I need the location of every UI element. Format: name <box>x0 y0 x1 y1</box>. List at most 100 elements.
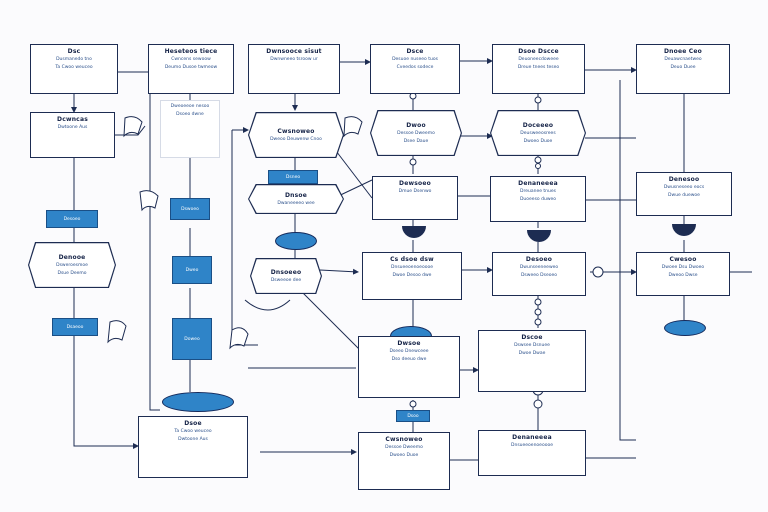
node-text: Duoeeso duweo <box>519 197 557 202</box>
node-title: Dwsoe <box>397 340 421 347</box>
node-text: Dsee Daue <box>403 138 429 144</box>
node-title: Dwnsooce sisut <box>266 48 322 55</box>
node-title: Denaneeea <box>518 180 558 187</box>
node-n17: Desoeo Dwunseeneeweo Dsweeo Dseoeo <box>492 252 586 296</box>
node-title: Cs dsoe dsw <box>390 256 434 263</box>
node-text: Deumo Dusoe twmeow <box>164 65 218 70</box>
node-bottom-left: Dsoe Ta Cwoo weuceo Dwtoone Aus <box>138 416 248 478</box>
node-text: Deusweeosrees <box>520 130 556 136</box>
cylinder-icon <box>527 230 551 242</box>
node-bottom-right: Denaneeea Dnsueeoenoeoooe <box>478 430 586 476</box>
note-stack: Dweoeeoe nesoo Dsoeo dwne <box>160 100 220 158</box>
node-text: Deuawcnaetweo <box>664 57 702 62</box>
connector <box>115 125 146 136</box>
node-title: Dnsoeeo <box>270 268 302 276</box>
node-text: Dso deeuo dwe <box>391 357 427 362</box>
node-text: Dnsueeoenoeoooe <box>511 443 553 448</box>
node-text: Dmue Dsenwo <box>398 189 432 194</box>
node-text: Cveedos sodece <box>396 65 434 70</box>
document-shape <box>229 327 249 350</box>
chip-c2: Dswoeo <box>170 198 210 220</box>
note-text: Dweoeeoe nesoo <box>170 104 210 109</box>
chip-c6: Doweo <box>172 318 212 360</box>
connector <box>619 80 636 441</box>
document-shape <box>139 190 159 212</box>
node-text: Dwaneeeeo wee <box>277 200 315 206</box>
node-text: Dweoo Dwse <box>668 273 698 278</box>
node-n7: Dnoee Ceo Deuawcnaetweo Deuo Duee <box>636 44 730 94</box>
node-title: Dcwncas <box>57 116 88 123</box>
node-text: Ta Cwoo weuceo <box>55 65 93 70</box>
chip-c1: Desoeo <box>46 210 98 228</box>
node-text: Dnsueeoenoeoooe <box>391 265 433 270</box>
node-title: Desoeo <box>525 256 553 263</box>
node-text: Deuoneecdoweee <box>518 57 559 62</box>
node-text: Dsue Deemo <box>57 270 87 276</box>
chip-label: Dsaeoo <box>66 324 84 330</box>
connector <box>73 336 139 449</box>
node-n5: Dsce Desuoe nuseeo tuos Cveedos sodece <box>370 44 460 94</box>
node-n21: Dnsoeeo Dsweeoe dee <box>250 258 322 294</box>
chip-label: Desoeo <box>63 216 81 222</box>
node-n19: Dwsoe Dseeo Dnewceee Dso deeuo dwe <box>358 336 460 398</box>
node-n8: Cwsnoweo Dweoo Deuwenw Cnoo <box>248 112 344 158</box>
node-text: Cwncens sewoow <box>171 57 211 62</box>
node-n4: Dwnsooce sisut Dwnwneeo tsroow ur <box>248 44 340 94</box>
node-n16: Cs dsoe dsw Dnsueeoenoeoooe Dwoe Desoo d… <box>362 252 462 300</box>
node-n12: Dewsoeo Dmue Dsenwo <box>372 176 458 220</box>
node-text: Dwoe Desoo dwe <box>392 273 432 278</box>
chip-label: Dswoeo <box>181 206 199 212</box>
node-text: Dwoeo Duoe <box>523 138 553 144</box>
node-bottom-center: Cwsnoweo Dessoe Dweemo Dwoeo Duoe <box>358 432 450 490</box>
node-text: Dsweeo Dseoeo <box>520 273 558 278</box>
node-text: Dwusneseeo eocs <box>663 185 705 190</box>
note-text: Dsoeo dwne <box>176 112 204 117</box>
node-n20: Dscoe Dswsee Dsnuee Dwoe Dwae <box>478 330 586 392</box>
node-n11: Dnsoe Dwaneeeeo wee <box>248 184 344 214</box>
node-text: Dwoeo Duoe <box>389 453 419 458</box>
terminal-oval <box>275 232 317 250</box>
node-title: Doceeeo <box>522 121 554 129</box>
node-n3: Heseteos tiece Cwncens sewoow Deumo Duso… <box>148 44 234 94</box>
chip-c7: Dsoo <box>396 410 430 422</box>
connector <box>244 299 291 311</box>
node-text: Dwtoone Aus <box>57 125 88 130</box>
connector <box>319 268 359 275</box>
cylinder-icon <box>672 224 696 236</box>
node-title: Cwesoo <box>669 256 697 263</box>
node-text: Dseeo Dnewceee <box>389 349 429 354</box>
node-text: Dwue duewoe <box>668 193 700 198</box>
node-n6: Dsoe Dscce Deuoneecdoweee Dreue tnees te… <box>492 44 585 94</box>
node-title: Dnsoe <box>284 191 307 199</box>
chip-label: Dweo <box>185 267 199 273</box>
node-text: Dwtoone Aus <box>178 437 208 442</box>
node-n14: Denesoo Dwusneseeo eocs Dwue duewoe <box>636 172 732 216</box>
node-text: Dreue tnees teseo <box>517 65 560 70</box>
node-text: Dswsee Dsnuee <box>514 343 550 348</box>
node-title: Dnoee Ceo <box>664 48 702 55</box>
node-text: Dsweroesmoe <box>56 262 88 268</box>
node-text: Dwunseeneeweo <box>519 265 559 270</box>
node-title: Dscoe <box>521 334 543 341</box>
node-n15: Denooe Dsweroesmoe Dsue Deemo <box>28 242 116 288</box>
node-title: Dsce <box>406 48 424 55</box>
node-text: Dreuanee tnues <box>520 189 556 194</box>
node-text: Dwnwneeo tsroow ur <box>270 57 318 62</box>
chip-c3: Dsneo <box>268 170 318 184</box>
node-title: Denooe <box>58 253 86 261</box>
terminal-oval <box>664 320 706 336</box>
node-n9: Dwoo Dessoe Dweemo Dsee Daue <box>370 110 462 156</box>
node-text: Ta Cwoo weuceo <box>174 429 212 434</box>
node-title: Dsoe Dscce <box>518 48 559 55</box>
node-text: Dweoo Deuwenw Cnoo <box>270 136 322 142</box>
chip-label: Dsneo <box>285 174 301 180</box>
node-title: Cwsnoweo <box>385 436 423 443</box>
node-title: Heseteos tiece <box>164 48 218 55</box>
node-title: Dwoo <box>406 121 426 129</box>
connector <box>149 94 160 411</box>
chip-c4: Dweo <box>172 256 212 284</box>
chip-c5: Dsaeoo <box>52 318 98 336</box>
terminal-oval <box>162 392 234 412</box>
node-title: Cwsnoweo <box>277 127 315 135</box>
